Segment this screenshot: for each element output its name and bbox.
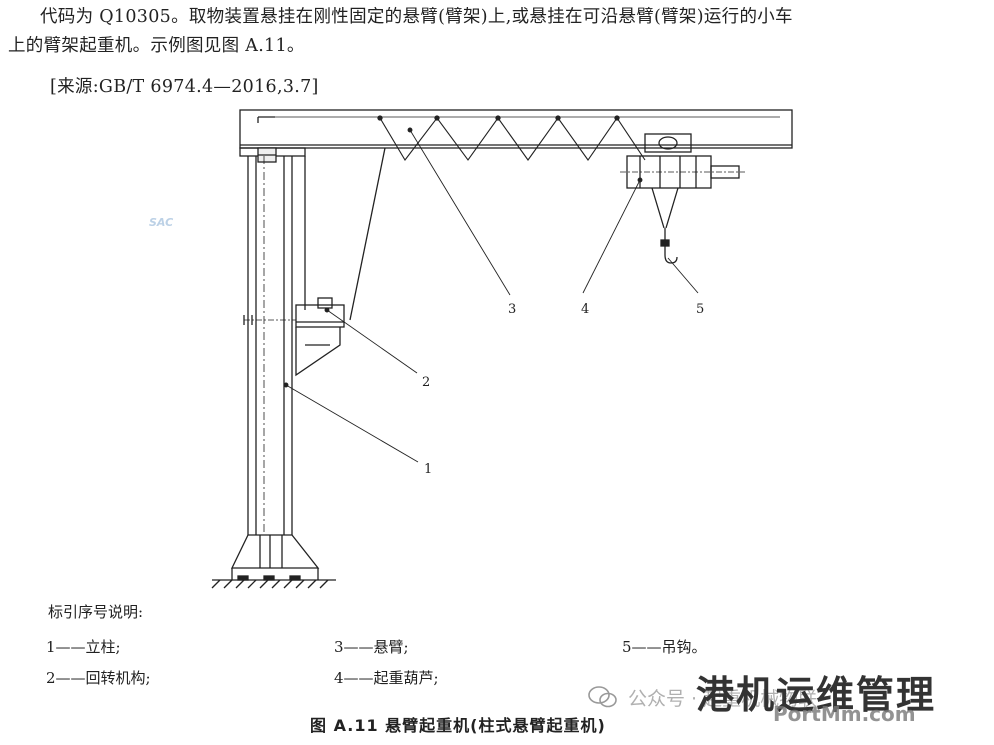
definition-line-1: 代码为 Q10305。取物装置悬挂在刚性固定的悬臂(臂架)上,或悬挂在可沿悬臂(… [40, 7, 793, 27]
legend-item-column: 1——立柱; [46, 638, 121, 656]
figure-caption: 图 A.11 悬臂起重机(柱式悬臂起重机) [310, 716, 606, 735]
definition-line-2: 上的臂架起重机。示例图见图 A.11。 [8, 36, 305, 56]
tie-rod [349, 147, 386, 321]
source-reference: [来源:GB/T 6974.4—2016,3.7] [50, 77, 319, 97]
slewing-mechanism [295, 304, 345, 328]
column-pillar [247, 156, 306, 535]
wechat-icon [588, 686, 617, 708]
sac-watermark-logo: SAC [149, 216, 174, 229]
callout-5: 5 [696, 302, 704, 317]
legend-item-slewing: 2——回转机构; [46, 669, 151, 687]
watermark: 公众号 · 起重机械物联 港机运维管理 PortMm.com [588, 664, 988, 740]
leader-line-4 [582, 179, 641, 294]
legend-item-jib: 3——悬臂; [334, 638, 409, 656]
hoist-trolley [620, 133, 745, 240]
legend-item-hoist: 4——起重葫芦; [334, 669, 439, 687]
leader-line-3 [409, 129, 511, 296]
crane-hook [660, 239, 678, 264]
festoon-cable [379, 117, 646, 161]
legend-item-hook: 5——吊钩。 [622, 638, 707, 656]
callout-4: 4 [581, 302, 589, 317]
legend-heading: 标引序号说明: [48, 603, 144, 621]
leader-line-5 [667, 257, 699, 294]
leader-line-2 [326, 309, 418, 374]
watermark-brand: 港机运维管理 [696, 673, 937, 717]
watermark-url: PortMm.com [773, 702, 916, 726]
column-base [211, 534, 336, 589]
watermark-account: 公众号 · 起重机械物联 [628, 688, 818, 710]
callout-3: 3 [508, 302, 516, 317]
callout-2: 2 [422, 375, 430, 390]
callout-1: 1 [424, 462, 432, 477]
jib-arm-beam [239, 109, 793, 149]
leader-line-1 [285, 384, 419, 463]
